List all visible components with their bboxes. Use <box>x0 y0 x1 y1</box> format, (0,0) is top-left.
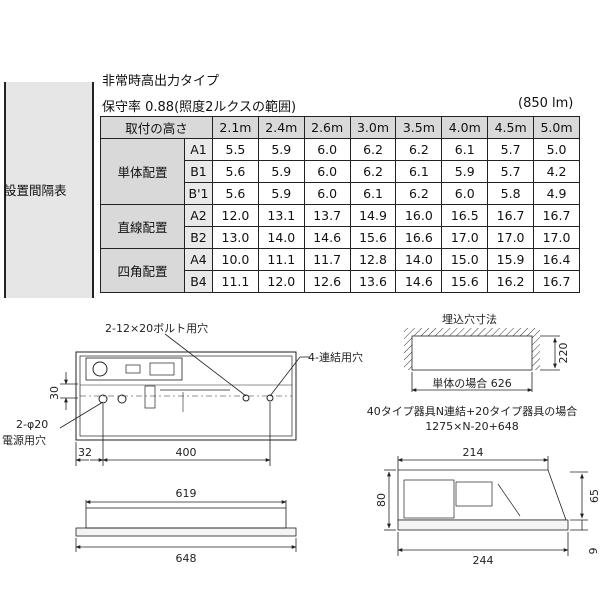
side-body <box>397 469 567 521</box>
cutout-drawing <box>404 328 560 392</box>
table-row: B1 5.6 5.9 6.0 6.2 6.1 5.9 5.7 4.2 <box>101 160 580 183</box>
table-header-row: 取付の高さ 2.1m 2.4m 2.6m 3.0m 3.5m 4.0m 4.5m… <box>99 116 580 139</box>
battery-box <box>149 362 175 376</box>
front-body <box>85 507 287 529</box>
dim-9: 9 <box>587 548 600 555</box>
column-header: 2.6m <box>303 116 351 139</box>
table-cell: 12.0 <box>257 270 305 293</box>
row-symbol: B4 <box>183 270 214 293</box>
table-cell: 4.9 <box>533 182 580 205</box>
dim-30: 30 <box>48 386 61 400</box>
fixture-outline <box>75 351 297 441</box>
lumen-value: (850 lm) <box>518 96 574 111</box>
bolt-leader <box>164 333 247 397</box>
table-cell: 5.0 <box>533 138 580 161</box>
column-header: 5.0m <box>533 116 580 139</box>
cutout-multi-1: 40タイプ器具N連結+20タイプ器具の場合 <box>367 404 577 418</box>
power-hole-label-2: 電源用穴 <box>2 433 46 447</box>
cutout-title: 埋込穴寸法 <box>442 312 497 326</box>
table-cell: 14.6 <box>303 226 351 249</box>
table-cell: 16.2 <box>487 270 535 293</box>
cutout-height: 220 <box>557 343 570 364</box>
power-hole-left <box>98 394 108 404</box>
dim-214: 214 <box>463 446 484 459</box>
table-cell: 17.0 <box>533 226 580 249</box>
dim-648: 648 <box>176 552 197 565</box>
group-label: 直線配置 <box>100 204 185 249</box>
table-cell: 6.0 <box>441 182 489 205</box>
column-header: 2.4m <box>257 116 305 139</box>
row-symbol: A1 <box>183 138 214 161</box>
row-symbol: B'1 <box>183 182 214 205</box>
table-cell: 6.0 <box>303 138 351 161</box>
cutout-opening <box>411 335 533 371</box>
dim-32: 32 <box>78 446 92 459</box>
table-cell: 11.7 <box>303 248 351 271</box>
front-view <box>75 500 297 552</box>
row-symbol: B2 <box>183 226 214 249</box>
table-cell: 14.0 <box>257 226 305 249</box>
table-row: B2 13.0 14.0 14.6 15.6 16.6 17.0 17.0 17… <box>101 226 580 249</box>
front-frame <box>75 527 297 537</box>
side-view <box>384 456 588 556</box>
dim-619: 619 <box>176 487 197 500</box>
group-label: 単体配置 <box>100 138 185 205</box>
table-row: 単体配置 A1 5.5 5.9 6.0 6.2 6.2 6.1 5.7 5.0 <box>100 138 580 205</box>
side-panel <box>4 82 94 298</box>
power-hole-right <box>117 394 127 404</box>
side-label: 設置間隔表 <box>4 183 67 198</box>
table-cell: 17.0 <box>487 226 535 249</box>
spec-title: 非常時高出力タイプ <box>102 74 220 89</box>
table-cell: 16.7 <box>533 270 580 293</box>
row-symbol: A4 <box>183 248 214 271</box>
cutout-multi-2: 1275×N-20+648 <box>425 420 519 433</box>
table-row: 直線配置 A2 12.0 13.1 13.7 14.9 16.0 16.5 16… <box>100 204 580 249</box>
column-header: 4.5m <box>487 116 535 139</box>
cutout-single: 単体の場合 626 <box>432 376 512 390</box>
table-cell: 5.7 <box>487 160 535 183</box>
table-cell: 5.9 <box>441 160 489 183</box>
ballast-box <box>85 357 183 381</box>
dim-80: 80 <box>375 493 388 507</box>
table-cell: 14.0 <box>395 248 443 271</box>
row-symbol: A2 <box>183 204 214 227</box>
bolt-hole <box>242 394 250 402</box>
link-hole-label: 4-連結用穴 <box>308 350 363 364</box>
terminal-block <box>125 364 141 374</box>
top-view <box>75 351 297 441</box>
dim-65: 65 <box>588 489 600 503</box>
link-leader <box>269 356 301 397</box>
connector-box <box>144 385 156 409</box>
column-header: 3.5m <box>395 116 443 139</box>
maintenance-factor: 保守率 0.88(照度2ルクスの範囲) <box>102 100 297 115</box>
table-cell: 13.6 <box>349 270 397 293</box>
column-header: 2.1m <box>212 116 259 139</box>
power-leader <box>59 401 104 429</box>
power-hole-label-1: 2-φ20 <box>16 418 48 431</box>
table-row: B4 11.1 12.0 12.6 13.6 14.6 15.6 16.2 16… <box>101 270 580 293</box>
spacing-table: 取付の高さ 2.1m 2.4m 2.6m 3.0m 3.5m 4.0m 4.5m… <box>99 116 580 293</box>
table-cell: 15.6 <box>441 270 489 293</box>
table-cell: 11.1 <box>257 248 305 271</box>
table-cell: 11.1 <box>212 270 259 293</box>
link-hole <box>266 394 274 402</box>
bolt-hole-label: 2-12×20ボルト用穴 <box>105 321 208 335</box>
dim-400: 400 <box>176 446 197 459</box>
terminal-circle <box>92 361 108 377</box>
group-label: 四角配置 <box>100 248 185 293</box>
table-cell: 5.7 <box>487 138 535 161</box>
dim-244: 244 <box>473 554 494 567</box>
table-cell: 16.6 <box>395 226 443 249</box>
